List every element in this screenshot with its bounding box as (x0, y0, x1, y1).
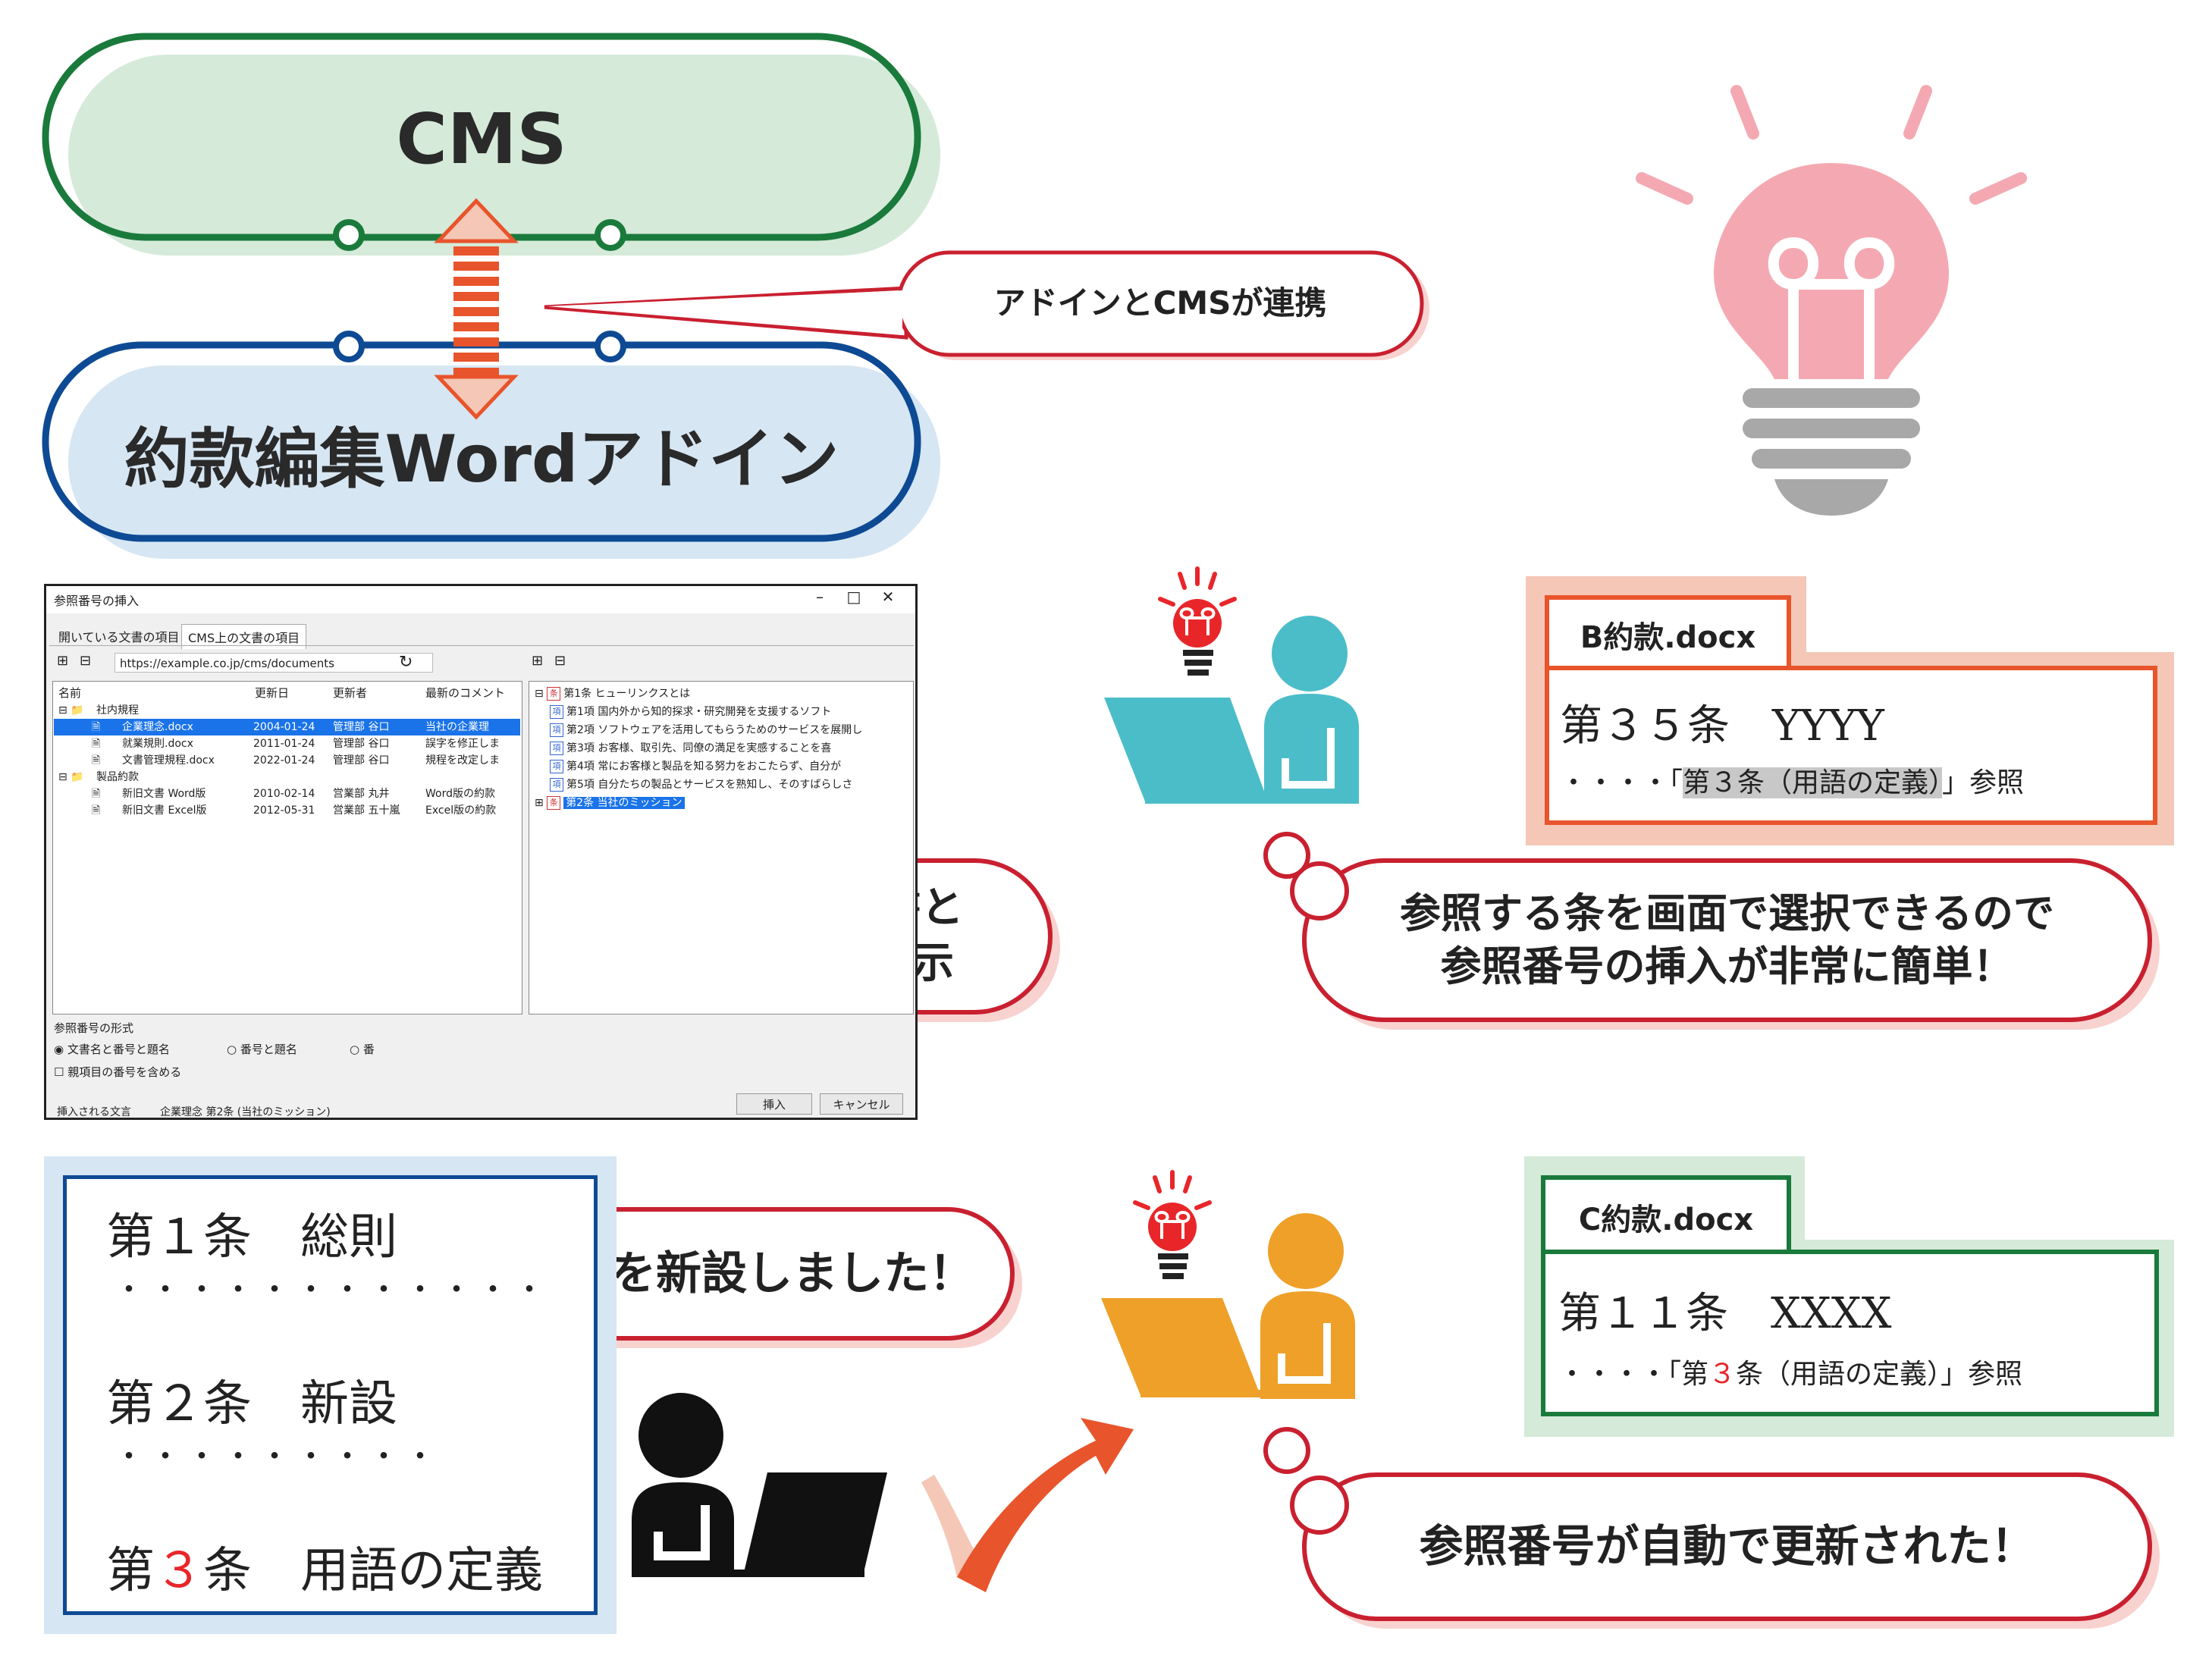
bubble-auto-update (1263, 1427, 2160, 1629)
tree-expand-icon[interactable]: ⊞ (532, 653, 544, 669)
col-date[interactable]: 更新日 (255, 686, 290, 700)
addin-label: 約款編集Wordアドイン (124, 422, 839, 497)
bubble-select-text: 参照する条を画面で選択できるので 参照番号の挿入が非常に簡単！ (1400, 889, 2054, 990)
bubble-auto-update-text: 参照番号が自動で更新された！ (1419, 1520, 2035, 1573)
insert-button[interactable]: 挿入 (736, 1093, 812, 1115)
person-idea-teal (1104, 566, 1359, 804)
lightbulb-icon (1636, 85, 2027, 516)
doc-a-article-3: 第３条 用語の定義 (106, 1543, 543, 1599)
col-comment[interactable]: 最新のコメント (425, 686, 506, 700)
doc-b-reference: ・・・・「第３条（用語の定義）」参照 (1560, 767, 2025, 798)
cancel-button[interactable]: キャンセル (820, 1093, 903, 1115)
cms-url-field[interactable]: https://example.co.jp/cms/documents (115, 653, 433, 673)
folder-row[interactable]: ⊟ 📁社内規程 (58, 704, 139, 717)
format-label: 参照番号の形式 (54, 1021, 134, 1035)
tree-clause[interactable]: 項第2項 ソフトウェアを活用してもらうためのサービスを展開し (550, 721, 862, 739)
link-bubble (544, 250, 1429, 360)
doc-b-card: B約款.docx 第３５条 YYYY ・・・・「第３条（用語の定義）」参照 (1526, 576, 2174, 845)
doc-a-card (44, 1156, 617, 1634)
folder-row[interactable]: ⊟ 📁製品約款 (58, 771, 139, 783)
inserted-value: 企業理念 第2条 (当社のミッション) (160, 1106, 331, 1118)
doc-c-card: C約款.docx 第１１条 XXXX ・・・・「第３条（用語の定義）」参照 (1524, 1156, 2174, 1437)
tree-collapse-icon[interactable]: ⊟ (554, 653, 566, 669)
person-idea-orange (1101, 1170, 1355, 1399)
bubble-select (1263, 832, 2160, 1030)
insert-reference-dialog: 参照番号の挿入 – □ ✕ 開いている文書の項目 CMS上の文書の項目 ⊞ ⊟ … (44, 584, 918, 1120)
tab-open-docs[interactable]: 開いている文書の項目 (58, 630, 180, 644)
doc-c-filename: C約款.docx (1541, 1175, 1791, 1253)
maximize-icon[interactable]: □ (846, 588, 861, 606)
document-list-pane (52, 681, 522, 1015)
radio-num[interactable]: ○ 番 (350, 1043, 375, 1056)
collapse-all-icon[interactable]: ⊟ (80, 653, 92, 669)
doc-a-dots-1: ・・・・・・・・・・・・ (114, 1272, 551, 1307)
doc-a-article-1: 第１条 総則 (106, 1209, 397, 1265)
include-parent-checkbox[interactable]: ☐ 親項目の番号を含める (54, 1065, 182, 1079)
refresh-icon[interactable]: ↻ (399, 653, 413, 672)
link-bubble-text: アドインとCMSが連携 (993, 284, 1327, 322)
doc-b-filename: B約款.docx (1545, 595, 1791, 670)
tree-clause[interactable]: 項第3項 お客様、取引先、同僚の満足を実感することを喜 (550, 739, 831, 757)
tree-clause[interactable]: 項第4項 常にお客様と製品を知る努力をおこたらず、自分が (550, 757, 841, 776)
col-user[interactable]: 更新者 (333, 686, 368, 700)
doc-a-dots-2: ・・・・・・・・・ (114, 1439, 441, 1474)
tree-clause[interactable]: 項第5項 自分たちの製品とサービスを熟知し、そのすばらしさ (550, 776, 852, 794)
col-name[interactable]: 名前 (58, 686, 82, 700)
addin-pill (42, 331, 940, 559)
tree-clause[interactable]: 項第1項 国内外から知的探求・研究開発を支援するソフト (550, 703, 831, 721)
update-arrow (921, 1418, 1134, 1592)
close-icon[interactable]: ✕ (881, 588, 895, 606)
doc-a-article-2: 第２条 新設 (106, 1376, 397, 1432)
article-tree-pane (529, 681, 914, 1015)
radio-doc-num-title[interactable]: ◉ 文書名と番号と題名 (54, 1043, 170, 1056)
tree-article-selected[interactable]: ⊞ 条第2条 当社のミッション (535, 794, 685, 812)
doc-b-article: 第３５条 YYYY (1560, 701, 1884, 751)
radio-num-title[interactable]: ○ 番号と題名 (227, 1043, 297, 1056)
dialog-title: 参照番号の挿入 (54, 594, 140, 608)
doc-c-article: 第１１条 XXXX (1558, 1289, 1892, 1338)
tab-cms-docs[interactable]: CMS上の文書の項目 (181, 624, 307, 649)
expand-all-icon[interactable]: ⊞ (57, 653, 69, 669)
cms-pill (42, 33, 940, 256)
tree-article[interactable]: ⊟ 条第1条 ヒューリンクスとは (535, 687, 691, 701)
person-black (632, 1393, 887, 1577)
doc-c-reference: ・・・・「第３条（用語の定義）」参照 (1558, 1359, 2023, 1390)
cms-label: CMS (396, 99, 567, 180)
sync-arrow (434, 198, 519, 420)
inserted-label: 挿入される文言 (57, 1106, 131, 1118)
minimize-icon[interactable]: – (816, 588, 824, 606)
